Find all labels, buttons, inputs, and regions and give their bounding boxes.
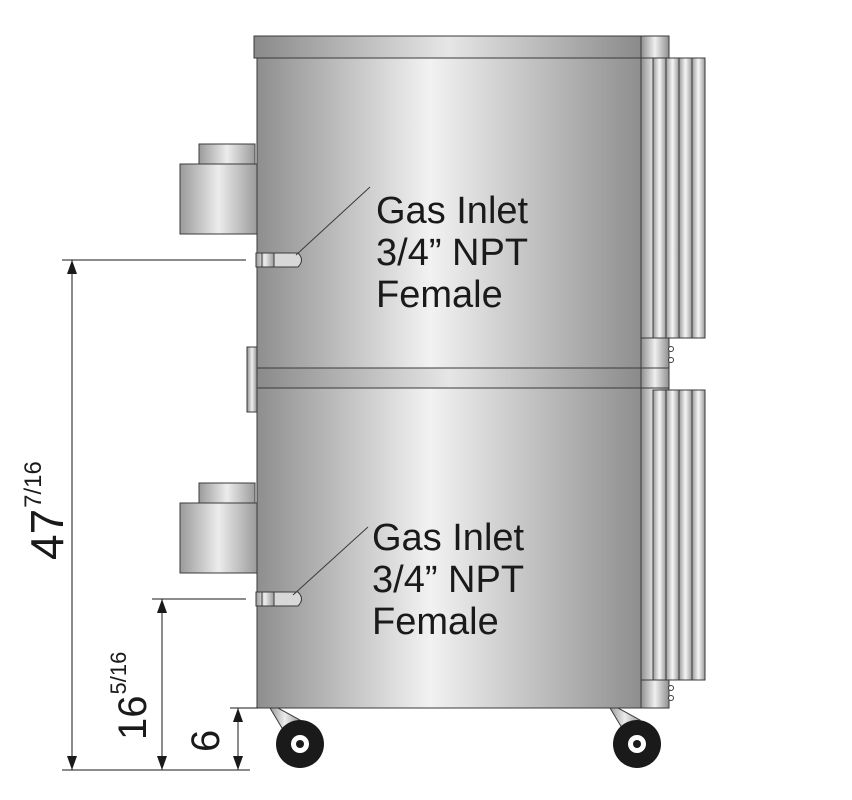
inlet-height-whole: 16 [111, 695, 155, 741]
hinge-screw-icon [668, 346, 674, 352]
hinge-screw-icon [668, 695, 674, 701]
top-cap [253, 35, 643, 59]
lower-callout-leader [292, 526, 369, 596]
base-height-whole: 6 [184, 729, 228, 752]
total-height-whole: 47 [21, 508, 73, 560]
lower-gas-inlet-fitting [255, 591, 302, 607]
inlet-height-label: 165/16 [106, 651, 155, 741]
total-height-fraction: 7/16 [20, 461, 47, 508]
callout-line: Female [372, 601, 499, 643]
base-height-label: 6 [184, 729, 228, 752]
callout-line: Gas Inlet [372, 517, 525, 559]
callout-line: 3/4” NPT [372, 559, 525, 601]
upper-gas-inlet-callout: Gas Inlet 3/4” NPT Female [376, 190, 528, 316]
upper-door-handle [652, 57, 706, 339]
base-height-dimension-line [230, 707, 258, 770]
right-caster [609, 707, 661, 768]
lower-oven-body [256, 387, 643, 709]
hinge-screw-icon [668, 357, 674, 363]
section-connector-bracket [246, 346, 258, 413]
upper-gas-inlet-fitting [255, 252, 302, 268]
upper-callout-leader [295, 186, 371, 256]
inlet-height-dimension-line [152, 598, 246, 770]
left-caster [269, 707, 324, 768]
upper-flue-vent [179, 143, 258, 235]
hinge-screw-icon [668, 685, 674, 691]
lower-door-handle [652, 389, 706, 681]
middle-divider-band [256, 367, 643, 389]
callout-line: Gas Inlet [376, 190, 529, 232]
total-height-label: 477/16 [20, 461, 73, 560]
callout-line: 3/4” NPT [376, 232, 529, 274]
total-height-dimension-line [62, 259, 250, 771]
callout-line: Female [376, 274, 503, 316]
inlet-height-fraction: 5/16 [106, 651, 131, 695]
lower-flue-vent [179, 482, 258, 574]
lower-gas-inlet-callout: Gas Inlet 3/4” NPT Female [372, 517, 524, 643]
upper-oven-body [256, 57, 643, 369]
